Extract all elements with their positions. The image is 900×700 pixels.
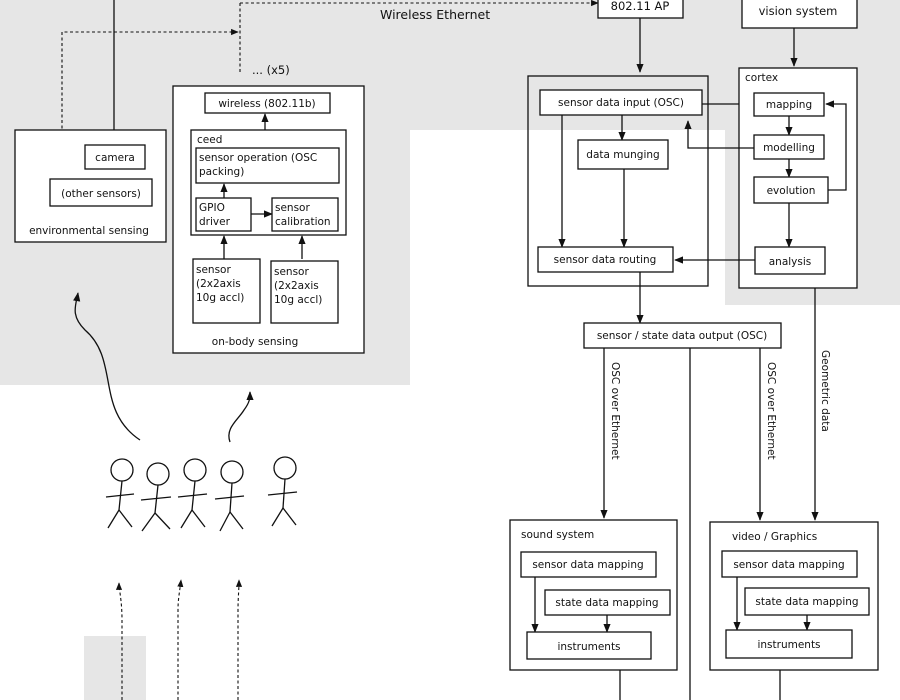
sound-sensor-mapping-box: sensor data mapping: [520, 551, 657, 578]
sensor-b-label-2: (2x2axis: [274, 280, 319, 292]
vision-system-box: vision system: [741, 0, 858, 29]
performer-figure-5: [267, 456, 298, 527]
wireless-radio-box: wireless (802.11b): [204, 92, 331, 114]
accelerometer-sensor-b: sensor (2x2axis 10g accl): [270, 260, 339, 324]
multiplicity-label: ... (x5): [252, 63, 290, 77]
osc-over-ethernet-label-1: OSC over Ethernet: [609, 362, 621, 460]
sensor-a-label-1: sensor: [196, 264, 231, 276]
wireless-ethernet-label: Wireless Ethernet: [380, 7, 490, 22]
sound-state-mapping-box: state data mapping: [544, 589, 671, 616]
performer-figure-1: [105, 458, 135, 529]
osc-over-ethernet-label-2: OSC over Ethernet: [765, 362, 777, 460]
performer-figure-2: [140, 462, 172, 532]
sensor-a-label-3: 10g accl): [196, 292, 244, 304]
video-instruments-label: instruments: [757, 639, 820, 651]
sensor-b-label-1: sensor: [274, 266, 309, 278]
cortex-label: cortex: [745, 72, 778, 84]
sensor-calibration-box: sensor calibration: [271, 197, 339, 232]
accelerometer-sensor-a: sensor (2x2axis 10g accl): [192, 258, 261, 324]
environmental-sensing-label: environmental sensing: [29, 225, 149, 237]
video-sensor-mapping-label: sensor data mapping: [733, 559, 844, 571]
sensor-a-label-2: (2x2axis: [196, 278, 241, 290]
sensor-operation-label-1: sensor operation (OSC: [199, 152, 317, 164]
gpio-label-1: GPIO: [199, 202, 225, 214]
analysis-box: analysis: [754, 246, 826, 275]
other-sensors-label: (other sensors): [61, 188, 141, 200]
bottom-left-shade: [84, 636, 146, 700]
access-point-label: 802.11 AP: [611, 0, 670, 13]
modelling-box: modelling: [753, 134, 825, 160]
analysis-label: analysis: [769, 256, 812, 268]
dashed-arrow-3: [235, 579, 243, 700]
modelling-label: modelling: [763, 142, 815, 154]
data-munging-box: data munging: [577, 139, 669, 170]
data-munging-label: data munging: [586, 149, 659, 161]
gpio-driver-box: GPIO driver: [195, 197, 252, 232]
sensor-operation-label-2: packing): [199, 166, 244, 178]
performer-figure-3: [177, 458, 208, 529]
sensor-data-routing-label: sensor data routing: [554, 254, 657, 266]
evolution-box: evolution: [753, 176, 829, 204]
access-point-box: 802.11 AP: [597, 0, 684, 19]
calibration-label-2: calibration: [275, 216, 331, 228]
mapping-box: mapping: [753, 92, 825, 117]
sensor-data-input-label: sensor data input (OSC): [558, 97, 684, 109]
other-sensors-box: (other sensors): [49, 178, 153, 207]
video-state-mapping-label: state data mapping: [755, 596, 858, 608]
sound-sensor-mapping-label: sensor data mapping: [532, 559, 643, 571]
performer-gesture-arrow-left: [73, 292, 141, 441]
video-instruments-box: instruments: [725, 629, 853, 659]
camera-box: camera: [84, 144, 146, 170]
vision-system-label: vision system: [759, 4, 838, 18]
video-graphics-label: video / Graphics: [732, 531, 817, 543]
sound-state-mapping-label: state data mapping: [555, 597, 658, 609]
state-output-label: sensor / state data output (OSC): [597, 330, 767, 342]
performer-figure-4: [214, 460, 245, 532]
mapping-label: mapping: [766, 99, 812, 111]
performer-gesture-arrow-right: [228, 391, 254, 443]
sensor-data-routing-box: sensor data routing: [537, 246, 674, 273]
sound-instruments-box: instruments: [526, 631, 652, 660]
ceed-label: ceed: [197, 134, 222, 146]
dashed-arrow-2: [177, 579, 184, 700]
camera-label: camera: [95, 152, 135, 164]
geometric-data-label: Geometric data: [819, 350, 831, 432]
state-output-box: sensor / state data output (OSC): [583, 322, 782, 349]
dashed-arrow-1: [115, 582, 123, 700]
video-state-mapping-box: state data mapping: [744, 587, 870, 616]
sensor-data-input-box: sensor data input (OSC): [539, 89, 703, 116]
calibration-label-1: sensor: [275, 202, 310, 214]
video-sensor-mapping-box: sensor data mapping: [721, 550, 858, 578]
evolution-label: evolution: [767, 185, 816, 197]
on-body-sensing-label: on-body sensing: [212, 336, 298, 348]
sound-system-label: sound system: [521, 529, 594, 541]
sensor-b-label-3: 10g accl): [274, 294, 322, 306]
sound-instruments-label: instruments: [557, 641, 620, 653]
gpio-label-2: driver: [199, 216, 231, 228]
sensor-processing-group: [527, 75, 709, 287]
wireless-radio-label: wireless (802.11b): [218, 98, 315, 110]
sensor-operation-box: sensor operation (OSC packing): [195, 147, 340, 184]
